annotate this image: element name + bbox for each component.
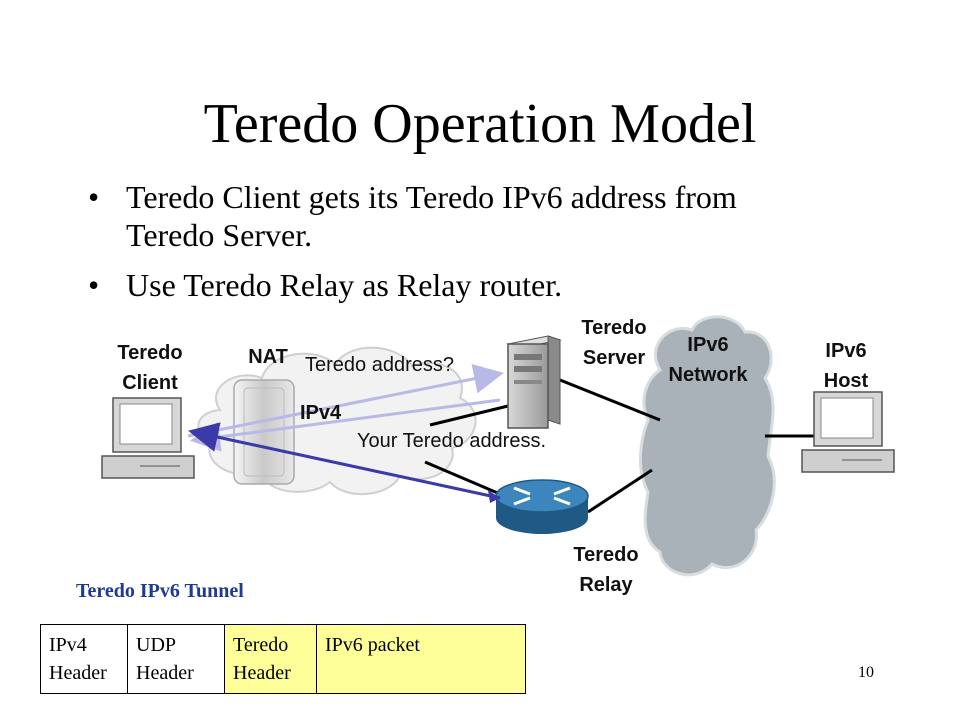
link-nat-relay: [424, 460, 501, 496]
packet-field-udp-header: UDP Header: [127, 624, 225, 694]
tunnel-arrow: [188, 422, 501, 503]
server-tower-icon: [506, 335, 562, 429]
tunnel-title: Teredo IPv6 Tunnel: [76, 580, 244, 602]
request-arrow: [187, 363, 504, 438]
teredo-relay-label: Teredo Relay: [573, 544, 639, 596]
packet-format-table: IPv4 Header UDP Header Teredo Header IPv…: [40, 624, 526, 694]
ipv6-host-label: IPv6 Host: [823, 340, 869, 392]
router-icon: [495, 479, 589, 534]
bullet-list: • Teredo Client gets its Teredo IPv6 addr…: [88, 178, 808, 316]
nat-label: NAT: [248, 346, 288, 368]
reply-message: Your Teredo address.: [357, 430, 547, 452]
ipv6-network-label: IPv6 Network: [668, 334, 748, 386]
link-server-ipv6: [559, 378, 661, 422]
teredo-client-label: Teredo Client: [117, 342, 183, 394]
bullet-dot: •: [88, 267, 100, 303]
request-message: Teredo address?: [305, 354, 454, 376]
request-reply-arrows: [187, 363, 504, 452]
bullet-dot: •: [88, 179, 100, 215]
bullet-item: • Use Teredo Relay as Relay router.: [88, 266, 808, 304]
page-number: 10: [858, 664, 874, 681]
bullet-text: Use Teredo Relay as Relay router.: [126, 267, 563, 303]
computer-icon: [101, 397, 195, 479]
bullet-item: • Teredo Client gets its Teredo IPv6 addr…: [88, 178, 808, 254]
ipv6-cloud: [638, 315, 776, 577]
packet-format-row: IPv4 Header UDP Header Teredo Header IPv…: [40, 624, 526, 694]
computer-icon: [801, 391, 895, 473]
ipv4-label: IPv4: [300, 402, 342, 424]
teredo-server-label: Teredo Server: [581, 317, 647, 369]
packet-field-ipv4-header: IPv4 Header: [40, 624, 128, 694]
slide-title: Teredo Operation Model: [203, 93, 757, 155]
link-nat-server: [429, 404, 509, 427]
packet-field-ipv6-packet: IPv6 packet: [316, 624, 526, 694]
network-links: [424, 378, 820, 514]
packet-field-teredo-header: Teredo Header: [224, 624, 317, 694]
bullet-text: Teredo Client gets its Teredo IPv6 addre…: [126, 179, 737, 253]
reply-arrow: [190, 398, 501, 452]
link-relay-ipv6: [587, 468, 653, 514]
